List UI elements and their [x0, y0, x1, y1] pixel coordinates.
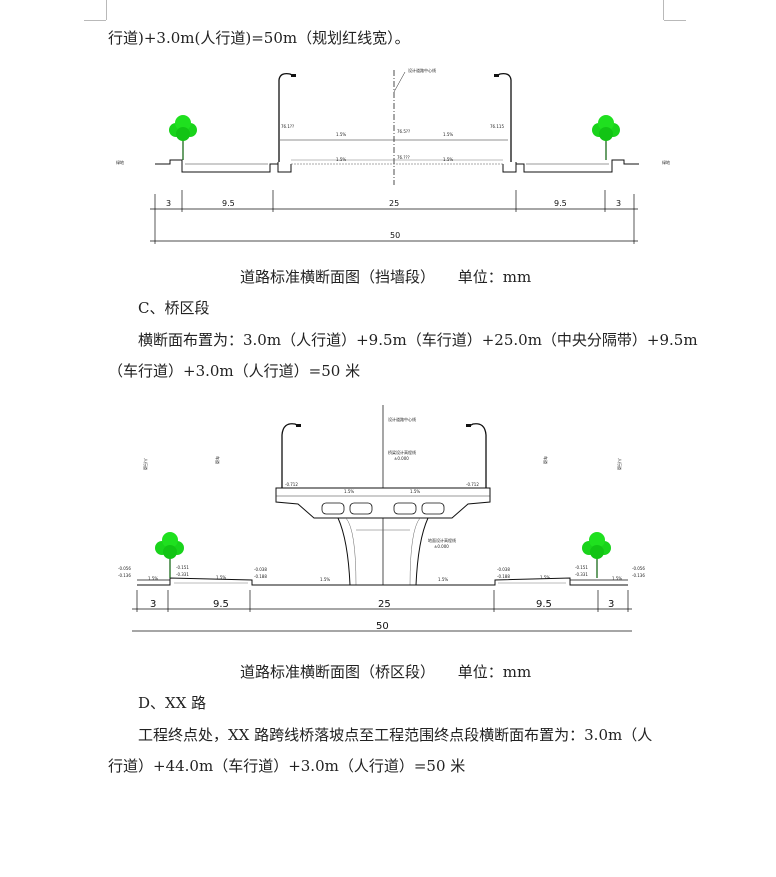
section-c-line1: 横断面布置为：3.0m（人行道）+9.5m（车行道）+25.0m（中央分隔带）+…	[138, 331, 698, 349]
fig1-side-left: 绿地	[116, 159, 124, 165]
fig2-dim-total: 50	[376, 621, 389, 632]
fig2-slope-6: 1.5%	[612, 576, 622, 581]
fig2-slope-3: 1.5%	[320, 577, 330, 582]
fig1-slope-left: 1.5%	[336, 132, 346, 137]
fig2-roadway-left: 车道	[215, 456, 221, 464]
fig2-left-pave-2: -0.136	[118, 573, 131, 578]
fig2-left-pave-1: -0.056	[118, 566, 131, 571]
fig2-roadway-right: 车道	[543, 456, 549, 464]
fig1-dim-4: 9.5	[554, 199, 567, 208]
fig2-slope-4: 1.5%	[438, 577, 448, 582]
fig2-dim-5: 3	[608, 599, 614, 610]
fig2-deck-left: -0.712	[285, 482, 298, 487]
fig2-right-pave-1: -0.056	[632, 566, 645, 571]
fig2-deck-right: -0.712	[466, 482, 479, 487]
figure1-caption-unit: 单位：mm	[457, 268, 532, 286]
fig2-right-curb-1: -0.151	[575, 565, 588, 570]
page-corner-mark-right-h	[664, 20, 686, 21]
fig2-ground-zero: ±0.000	[434, 544, 449, 549]
fig1-elev-a: 76.5??	[397, 129, 410, 134]
section-d-heading: D、XX 路	[138, 694, 207, 712]
section-c-heading: C、桥区段	[138, 299, 210, 317]
fig2-bridge-zero: ±0.000	[394, 456, 409, 461]
fig1-slope-lower-right: 1.5%	[443, 157, 453, 162]
tree-icon	[592, 115, 620, 160]
figure1-caption-title: 道路标准横断面图（挡墙段）	[240, 268, 436, 286]
figure-retaining-wall-section: 设计道路中心线 76.1?? 76.115 1.5% 1.5% 1.5% 1.5…	[116, 67, 670, 244]
fig1-dim-5: 3	[616, 199, 621, 208]
page-corner-mark-left-h	[84, 20, 106, 21]
fig2-centerline-label: 设计道路中心线	[388, 416, 416, 422]
fig1-label-left-top: 76.1??	[281, 124, 294, 129]
fig2-deck-slope-left: 1.5%	[344, 489, 354, 494]
page-corner-mark-left	[106, 0, 107, 20]
fig2-right-lane-1: -0.038	[497, 567, 510, 572]
fig2-slope-5: 1.5%	[540, 575, 550, 580]
fig2-ground-design-label: 地面设计高程线	[428, 537, 456, 543]
fig1-side-right: 绿地	[662, 159, 670, 165]
fig2-slope-2: 1.5%	[216, 575, 226, 580]
fig1-dim-3: 25	[389, 199, 399, 208]
section-d-line2: 行道）+44.0m（车行道）+3.0m（人行道）=50 米	[108, 757, 466, 775]
fig2-left-curb-1: -0.151	[176, 565, 189, 570]
fig2-dim-1: 3	[150, 599, 156, 610]
figure2-caption-unit: 单位：mm	[457, 663, 532, 681]
fig1-elev-b: 76.???	[397, 155, 410, 160]
fig2-deck-slope-right: 1.5%	[410, 489, 420, 494]
tree-icon	[155, 532, 184, 578]
fig2-dim-4: 9.5	[536, 599, 552, 610]
fig2-dim-2: 9.5	[213, 599, 229, 610]
fig2-right-lane-2: -0.188	[497, 574, 510, 579]
section-d-line1: 工程终点处，XX 路跨线桥落坡点至工程范围终点段横断面布置为：3.0m（人	[138, 726, 653, 744]
fig2-right-curb-2: -0.331	[575, 572, 588, 577]
fig1-dim-total: 50	[390, 231, 400, 240]
fig2-right-pave-2: -0.136	[632, 573, 645, 578]
fig2-pedestrian-left: 人行道	[143, 458, 149, 470]
fig2-left-lane-1: -0.038	[254, 567, 267, 572]
fig1-centerline-label: 设计道路中心线	[408, 67, 436, 73]
figure2-caption-title: 道路标准横断面图（桥区段）	[240, 663, 436, 681]
fig2-slope-1: 1.5%	[148, 576, 158, 581]
fig2-left-lane-2: -0.188	[254, 574, 267, 579]
fig2-dim-3: 25	[378, 599, 391, 610]
tree-icon	[169, 115, 197, 160]
figure1-caption: 道路标准横断面图（挡墙段） 单位：mm	[240, 266, 531, 287]
fig1-label-right-top: 76.115	[490, 124, 504, 129]
fig2-left-curb-2: -0.331	[176, 572, 189, 577]
fig1-dim-2: 9.5	[222, 199, 235, 208]
fig1-dim-1: 3	[166, 199, 171, 208]
fig2-pedestrian-right: 人行道	[617, 458, 623, 470]
page-corner-mark-right	[663, 0, 664, 20]
fig1-slope-lower-left: 1.5%	[336, 157, 346, 162]
tree-icon	[582, 532, 611, 578]
section-c-line2: （车行道）+3.0m（人行道）=50 米	[108, 362, 361, 380]
fig1-slope-right: 1.5%	[443, 132, 453, 137]
body-text-top-line: 行道)+3.0m(人行道)=50m（规划红线宽）。	[108, 29, 410, 47]
figure-bridge-section: 设计道路中心线 桥梁设计高程线 ±0.000 地面设计高程线 ±0.000 -0…	[118, 405, 645, 632]
fig2-bridge-design-label: 桥梁设计高程线	[388, 449, 416, 455]
figure2-caption: 道路标准横断面图（桥区段） 单位：mm	[240, 661, 531, 682]
